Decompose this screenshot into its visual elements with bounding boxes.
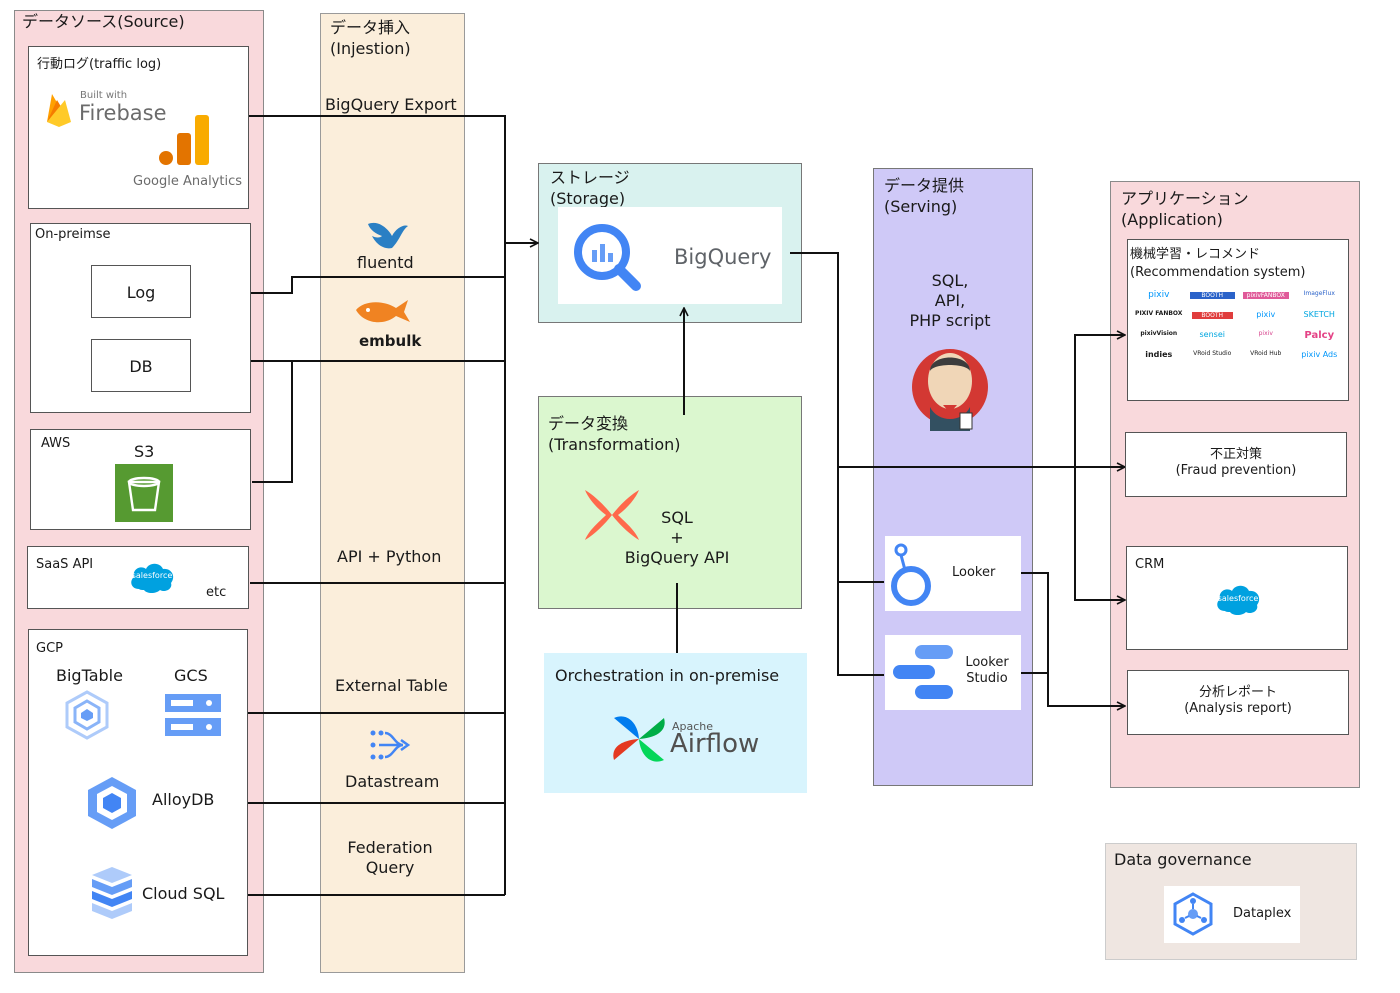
jenkins-icon: [912, 349, 988, 431]
google-analytics-label: Google Analytics: [133, 174, 243, 189]
service-logo-grid: pixiv BOOTH pixivFANBOX ImageFlux PIXIV …: [1132, 290, 1346, 359]
crm-salesforce-text: salesforce: [1217, 594, 1259, 603]
bigtable-label: BigTable: [56, 666, 123, 685]
service-logo: sensei: [1199, 330, 1225, 339]
firebase-label: Firebase: [79, 101, 167, 125]
alloydb-label: AlloyDB: [152, 790, 215, 809]
service-logo: VRoid Hub: [1250, 350, 1282, 357]
service-logo: BOOTH: [1189, 292, 1235, 299]
orchestration-panel: [544, 653, 807, 793]
service-logo: BOOTH: [1191, 312, 1233, 319]
cloudsql-label: Cloud SQL: [142, 884, 225, 903]
cloudsql-icon: [92, 867, 132, 919]
airflow-apache: Apache: [672, 720, 714, 733]
transformation-panel: [538, 396, 802, 609]
trunk-line: [232, 115, 506, 895]
aws-box: AWS S3: [30, 429, 251, 530]
onpremise-title: On-preimse: [35, 227, 111, 242]
looker-studio-label: Looker Studio: [965, 655, 1009, 686]
serving-title: データ提供 (Serving): [884, 176, 965, 216]
log-box: Log: [91, 265, 191, 318]
application-title: アプリケーション (Application): [1121, 189, 1249, 229]
recommendation-box: 機械学習・レコメンド (Recommendation system) pixiv…: [1127, 239, 1349, 401]
service-logo: pixiv: [1258, 330, 1273, 337]
external-table-label: External Table: [335, 676, 448, 695]
service-logo: pixiv Ads: [1301, 350, 1338, 359]
service-logo: indies: [1145, 350, 1173, 359]
bigquery-card: BigQuery: [558, 207, 782, 304]
service-logo: SKETCH: [1303, 310, 1335, 319]
salesforce-text: salesforce: [131, 571, 173, 580]
crm-title: CRM: [1135, 557, 1165, 572]
dataplex-icon: [1173, 892, 1213, 936]
looker-studio-icon: [893, 645, 953, 699]
service-logo: ImageFlux: [1303, 290, 1335, 297]
bigtable-icon: [65, 690, 109, 740]
s3-label: S3: [134, 442, 155, 461]
airflow-icon: [613, 716, 665, 762]
salesforce-cloud-icon: [131, 563, 174, 593]
looker-label: Looker: [952, 565, 996, 580]
gcp-title: GCP: [36, 641, 63, 656]
api-python-label: API + Python: [337, 547, 442, 566]
db-box: DB: [91, 339, 191, 392]
google-analytics-icon: [159, 115, 209, 165]
service-logo: pixiv: [1256, 310, 1276, 319]
embulk-label: embulk: [359, 332, 422, 350]
bigquery-export-label: BigQuery Export: [325, 95, 457, 114]
onpremise-box: On-preimse Log DB: [30, 223, 251, 413]
dbt-icon: [585, 490, 639, 540]
service-logo: PIXIV FANBOX: [1135, 310, 1183, 317]
gcp-box: GCP BigTable GCS AlloyDB Cloud SQL: [28, 629, 248, 956]
datastream-icon: [370, 730, 411, 760]
looker-icon: [891, 543, 931, 606]
crm-salesforce-icon: [1217, 585, 1260, 615]
service-logo: pixivFANBOX: [1243, 292, 1289, 299]
saas-title: SaaS API: [36, 557, 94, 572]
transformation-title: データ変換 (Transformation): [548, 414, 681, 454]
dataplex-label: Dataplex: [1233, 906, 1292, 921]
orchestration-title: Orchestration in on-premise: [555, 666, 780, 685]
saas-etc: etc: [206, 585, 227, 600]
service-logo: pixiv: [1148, 290, 1170, 300]
alloydb-icon: [88, 777, 136, 829]
federation-query-label: Federation Query: [347, 838, 433, 877]
embulk-icon: [356, 300, 410, 323]
crm-box: CRM salesforce: [1126, 546, 1348, 650]
service-logo: pixivVision: [1140, 330, 1178, 337]
gcs-icon: [165, 694, 221, 736]
bigquery-label: BigQuery: [674, 245, 772, 269]
aws-title: AWS: [41, 436, 71, 451]
analysis-report-box: 分析レポート (Analysis report): [1127, 670, 1349, 735]
fluentd-label: fluentd: [357, 253, 414, 272]
injection-title: データ挿入 (Injestion): [330, 18, 411, 58]
service-logo: Palcy: [1304, 330, 1335, 341]
dataplex-card: Dataplex: [1164, 886, 1300, 943]
transformation-sql-label: SQL + BigQuery API: [624, 508, 730, 567]
s3-bucket-icon: [115, 464, 173, 522]
serving-methods: SQL, API, PHP script: [909, 271, 991, 330]
source-title: データソース(Source): [22, 12, 185, 31]
recommendation-title: 機械学習・レコメンド (Recommendation system): [1130, 247, 1306, 280]
traffic-log-box: 行動ログ(traffic log) Built with Firebase Go…: [28, 46, 249, 209]
bigquery-icon: [574, 224, 641, 291]
datastream-label: Datastream: [345, 772, 440, 791]
firebase-icon: [47, 94, 71, 127]
airflow-label: Airflow: [670, 729, 760, 759]
saas-box: SaaS API salesforce etc: [27, 546, 249, 609]
gcs-label: GCS: [174, 666, 208, 685]
traffic-log-title: 行動ログ(traffic log): [37, 57, 162, 72]
fraud-prevention-box: 不正対策 (Fraud prevention): [1125, 432, 1347, 497]
governance-title: Data governance: [1114, 850, 1252, 869]
looker-studio-card: Looker Studio: [885, 635, 1021, 710]
storage-title: ストレージ (Storage): [550, 168, 630, 208]
injection-column: [320, 13, 465, 973]
service-logo: VRoid Studio: [1193, 350, 1232, 357]
firebase-builtwith: Built with: [80, 90, 128, 101]
looker-card: Looker: [885, 536, 1021, 611]
fluentd-icon: [368, 222, 408, 249]
